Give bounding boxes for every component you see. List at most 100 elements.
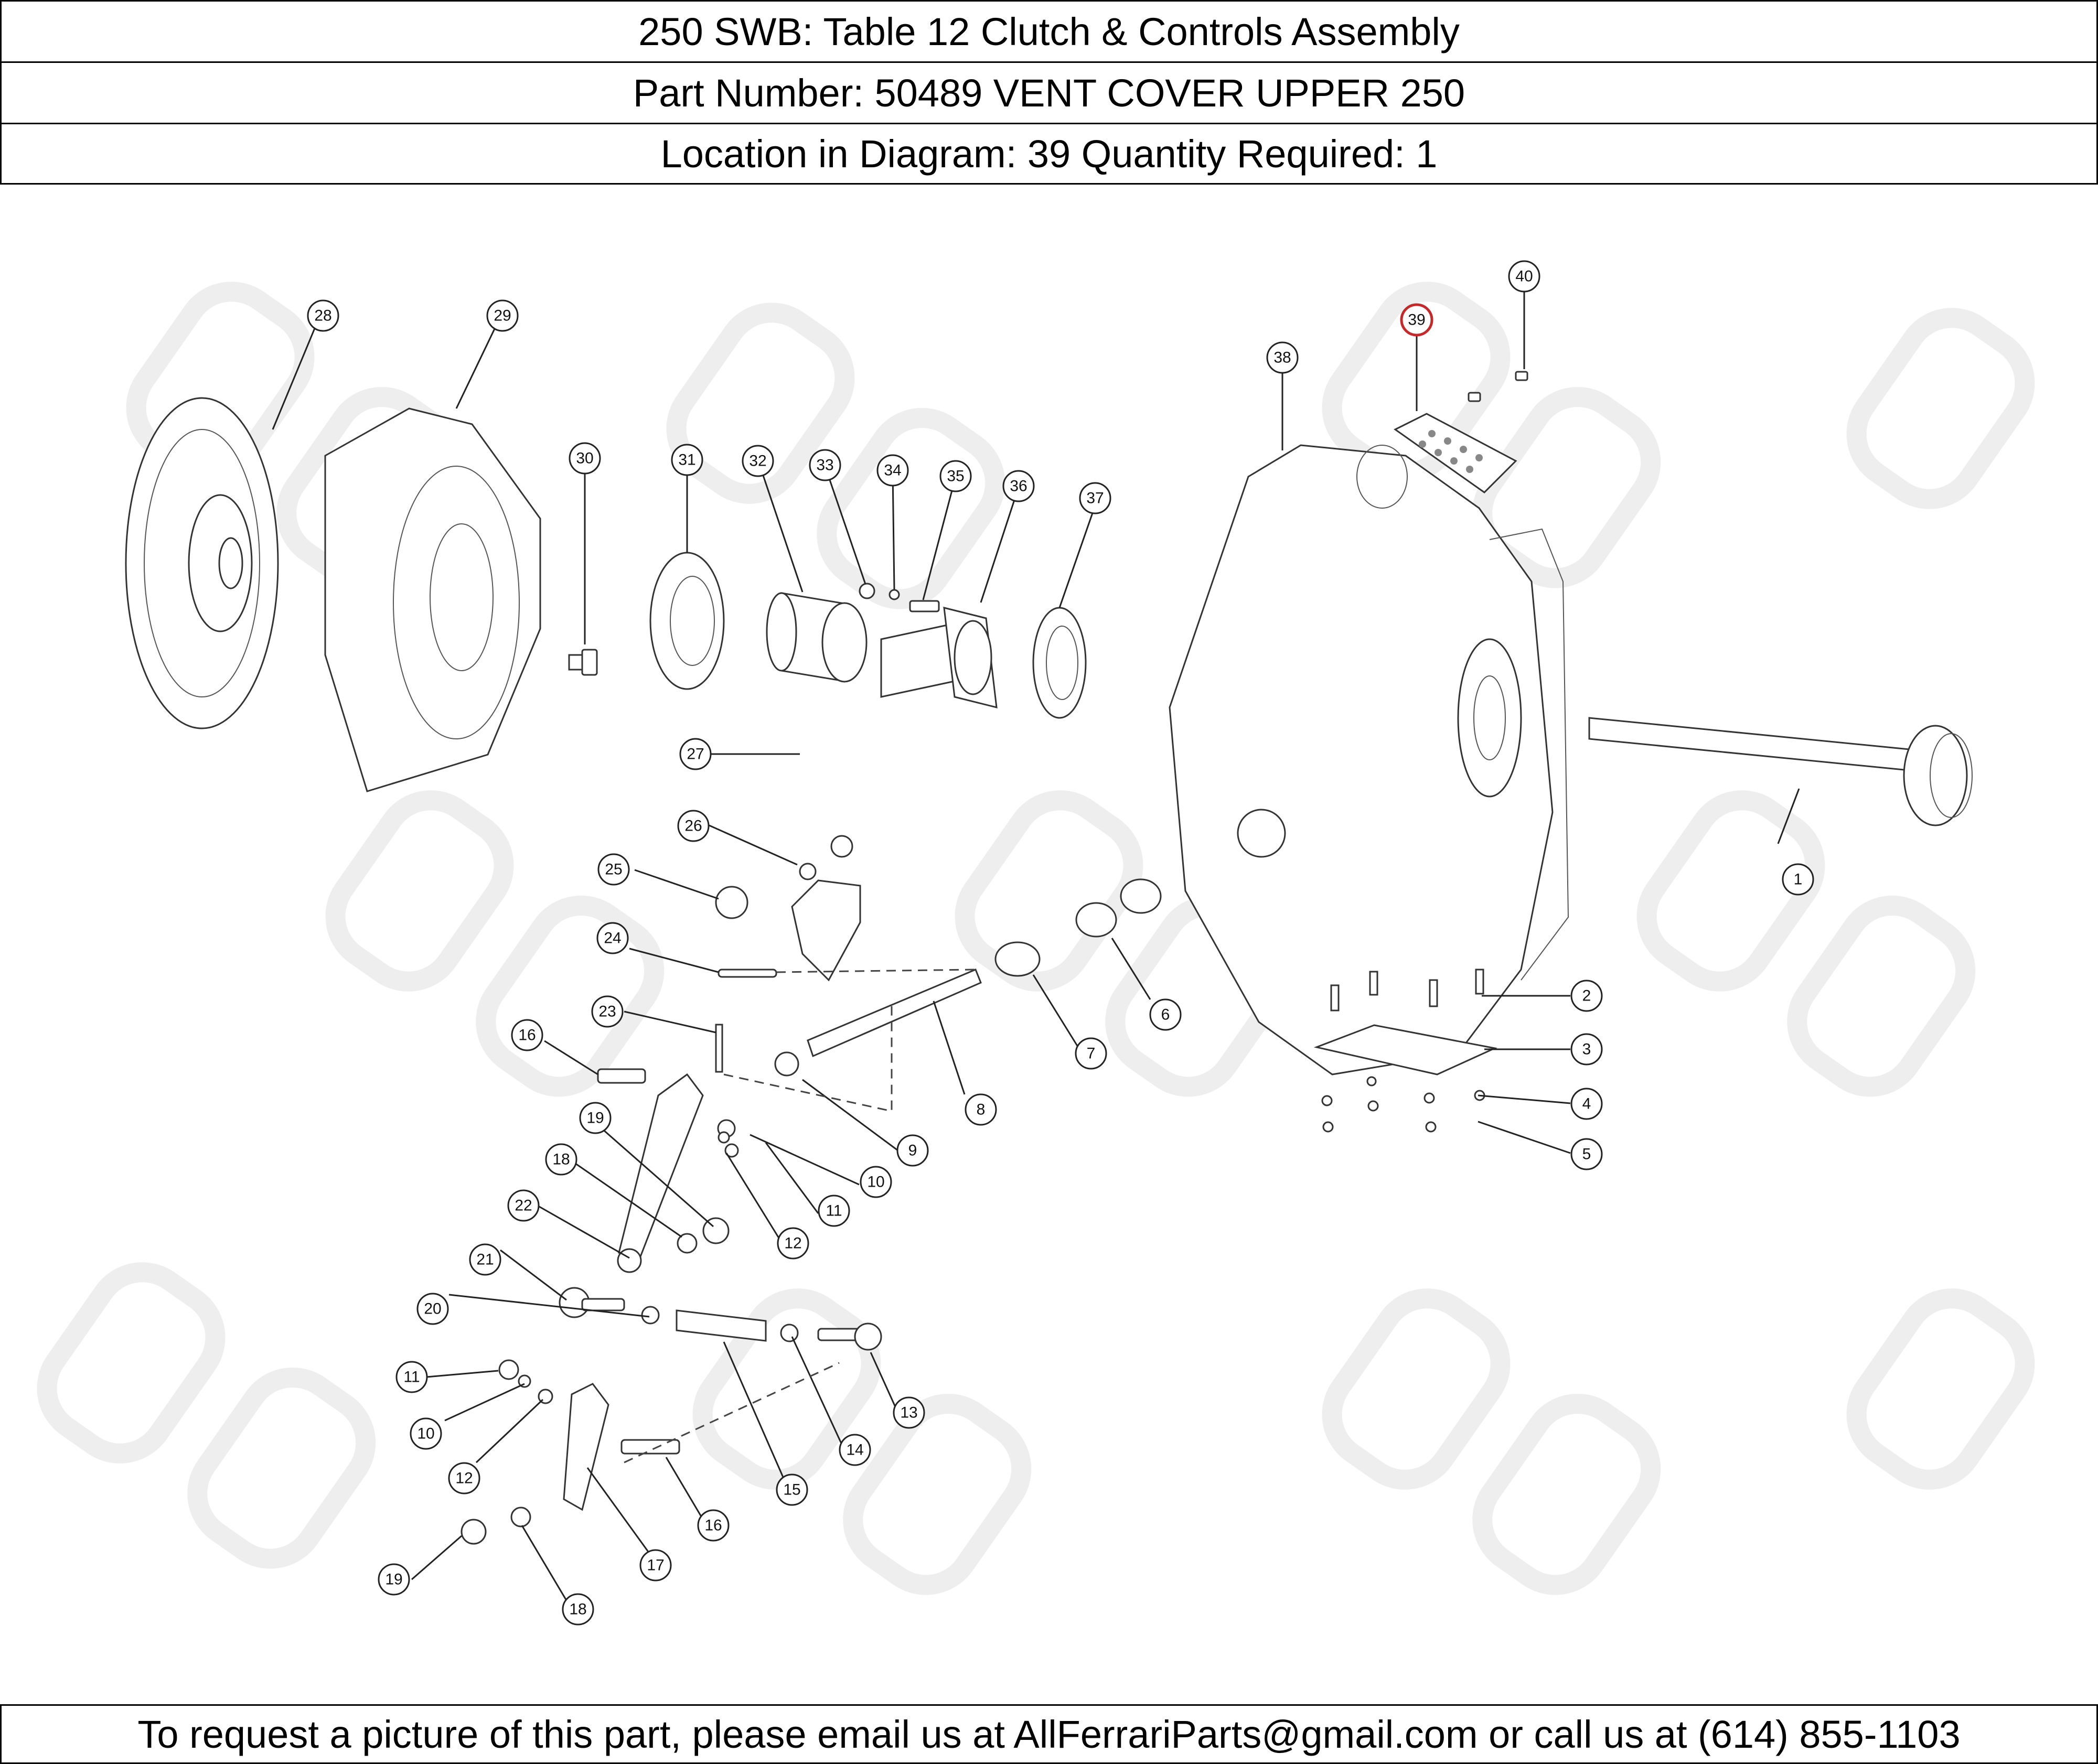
callout-label: 29 xyxy=(494,307,511,325)
callout-circle xyxy=(818,1195,850,1227)
callout-circle xyxy=(307,299,339,332)
callout-label: 1 xyxy=(1794,871,1803,888)
callout-circle xyxy=(1002,470,1035,502)
callout-circle xyxy=(486,299,519,332)
callout-circle xyxy=(378,1563,410,1596)
seal-31 xyxy=(649,552,725,690)
callout-circle xyxy=(965,1093,997,1126)
callout-7: 7 xyxy=(1075,1037,1107,1070)
callout-circle xyxy=(1782,863,1814,896)
callout-circle xyxy=(777,1227,809,1260)
callout-5: 5 xyxy=(1570,1138,1603,1170)
callout-circle xyxy=(1508,260,1540,293)
callout-label: 31 xyxy=(678,451,695,469)
callout-circle xyxy=(395,1361,428,1393)
callout-label: 25 xyxy=(605,861,622,878)
pressure-plate xyxy=(324,407,541,792)
callout-label: 28 xyxy=(314,307,331,325)
callout-label: 38 xyxy=(1273,349,1291,367)
callout-group: 1234567891011121619182221201110121314151… xyxy=(307,260,1814,1626)
callout-label: 13 xyxy=(900,1404,917,1422)
callout-19: 19 xyxy=(579,1102,612,1134)
callout-label: 12 xyxy=(784,1235,801,1252)
callout-10: 10 xyxy=(860,1166,892,1198)
callout-19: 19 xyxy=(378,1563,410,1596)
callout-label: 19 xyxy=(385,1571,402,1588)
callout-label: 17 xyxy=(647,1557,664,1574)
callout-label: 5 xyxy=(1582,1146,1591,1163)
callout-circle xyxy=(579,1102,612,1134)
callout-circle xyxy=(562,1593,594,1626)
callout-40: 40 xyxy=(1508,260,1540,293)
callout-circle xyxy=(1570,980,1603,1012)
callout-circle xyxy=(860,1166,892,1198)
callout-3: 3 xyxy=(1570,1033,1603,1066)
callout-label: 10 xyxy=(867,1174,884,1191)
callout-37: 37 xyxy=(1079,482,1111,514)
callout-24: 24 xyxy=(596,922,629,954)
callout-17: 17 xyxy=(639,1549,672,1582)
input-shaft xyxy=(1588,717,1973,826)
callout-circle xyxy=(876,454,909,487)
callout-11: 11 xyxy=(395,1361,428,1393)
callout-label: 27 xyxy=(687,746,704,763)
callout-1: 1 xyxy=(1782,863,1814,896)
callout-label: 6 xyxy=(1161,1006,1170,1024)
callout-label: 18 xyxy=(552,1151,570,1168)
callout-label: 35 xyxy=(947,468,964,485)
callout-circle xyxy=(679,738,712,770)
callout-label: 2 xyxy=(1582,987,1591,1005)
callout-circle xyxy=(596,922,629,954)
bushing-32 xyxy=(766,592,868,683)
callout-label: 3 xyxy=(1582,1041,1591,1058)
part-number-line: Part Number: 50489 VENT COVER UPPER 250 xyxy=(0,61,2098,123)
callout-label: 11 xyxy=(826,1202,842,1220)
callout-label: 36 xyxy=(1010,478,1027,495)
callout-33: 33 xyxy=(809,449,841,481)
callout-23: 23 xyxy=(591,995,624,1028)
callout-9: 9 xyxy=(896,1134,929,1167)
callout-26: 26 xyxy=(677,810,710,842)
callout-30: 30 xyxy=(569,442,601,475)
callout-label: 23 xyxy=(598,1003,616,1020)
callout-circle xyxy=(448,1462,480,1494)
callout-circle xyxy=(839,1434,871,1466)
callout-circle xyxy=(677,810,710,842)
callout-label: 24 xyxy=(604,930,621,947)
callout-circle xyxy=(639,1549,672,1582)
callout-6: 6 xyxy=(1149,998,1182,1031)
callout-circle xyxy=(1075,1037,1107,1070)
callout-label: 10 xyxy=(417,1425,434,1443)
callout-label: 16 xyxy=(518,1027,536,1044)
callout-2: 2 xyxy=(1570,980,1603,1012)
callout-circle xyxy=(742,445,774,477)
callout-label: 11 xyxy=(403,1369,420,1386)
callout-36: 36 xyxy=(1002,470,1035,502)
callout-label: 40 xyxy=(1515,268,1533,285)
callout-27: 27 xyxy=(679,738,712,770)
callout-label: 4 xyxy=(1582,1095,1591,1113)
callout-circle xyxy=(469,1243,501,1276)
vent-cover-upper xyxy=(1394,413,1517,493)
callout-25: 25 xyxy=(597,853,630,886)
callout-circle xyxy=(597,853,630,886)
contact-footer: To request a picture of this part, pleas… xyxy=(0,1704,2098,1764)
callout-circle xyxy=(809,449,841,481)
callout-16: 16 xyxy=(511,1019,543,1051)
callout-label: 30 xyxy=(576,450,593,467)
callout-16: 16 xyxy=(697,1509,730,1542)
exploded-parts-diagram: 1234567891011121619182221201110121314151… xyxy=(37,260,2035,1626)
callout-circle xyxy=(1400,303,1433,337)
callout-18: 18 xyxy=(562,1593,594,1626)
callout-34: 34 xyxy=(876,454,909,487)
diagram-title: 250 SWB: Table 12 Clutch & Controls Asse… xyxy=(0,0,2098,61)
callout-circle xyxy=(896,1134,929,1167)
callout-circle xyxy=(1570,1033,1603,1066)
callout-circle xyxy=(776,1473,808,1506)
location-quantity-line: Location in Diagram: 39 Quantity Require… xyxy=(0,123,2098,185)
callout-circle xyxy=(1570,1138,1603,1170)
callout-circle xyxy=(545,1143,577,1176)
callout-15: 15 xyxy=(776,1473,808,1506)
callout-12: 12 xyxy=(777,1227,809,1260)
callout-label: 32 xyxy=(749,453,766,470)
